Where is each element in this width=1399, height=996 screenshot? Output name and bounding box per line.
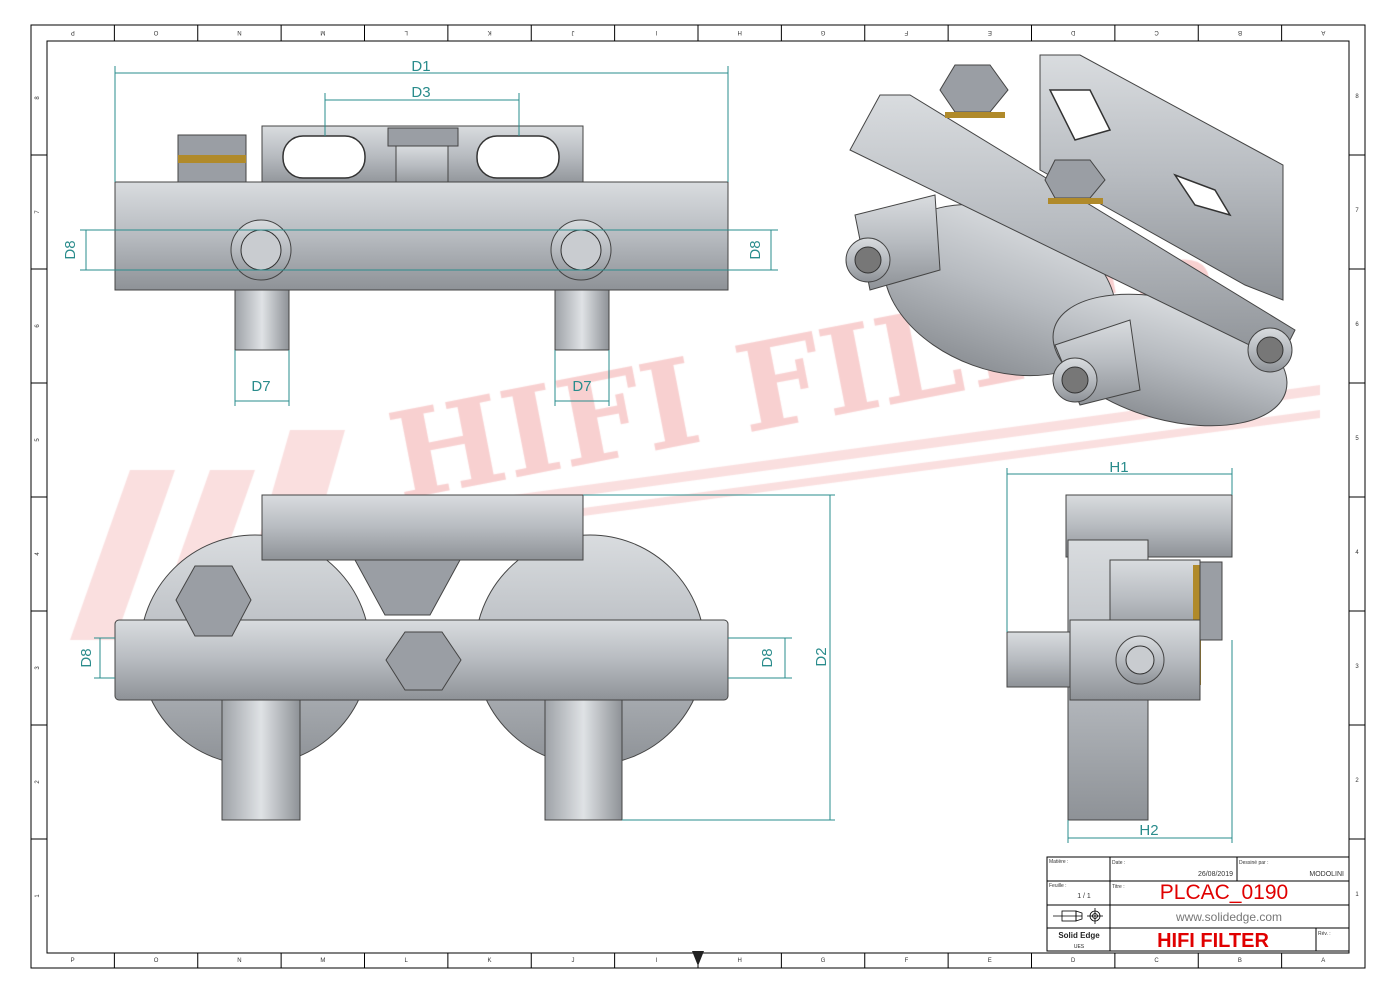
sheet-value: 1 / 1 — [1077, 893, 1091, 900]
zone-label-row: 2 — [1355, 778, 1359, 784]
zone-ticks — [31, 25, 1365, 968]
zone-label-row: 8 — [1355, 94, 1359, 100]
zone-label-column: I — [655, 958, 657, 964]
front-view — [114, 125, 729, 351]
drawing-title: PLCAC_0190 — [1160, 881, 1288, 904]
dim-d2: D2 — [813, 647, 830, 666]
zone-label-row: 4 — [1355, 550, 1359, 556]
company-name: HIFI FILTER — [1157, 930, 1269, 952]
zone-label-row: 3 — [35, 666, 41, 670]
dim-d7-right: D7 — [572, 378, 591, 395]
zone-label-row: 5 — [35, 438, 41, 442]
zone-label-column: J — [571, 958, 574, 964]
zone-label-column: C — [1154, 29, 1159, 35]
zone-label-column: M — [320, 958, 325, 964]
zone-label-column: P — [71, 958, 75, 964]
title-label: Titre : — [1112, 884, 1125, 890]
zone-label-column: B — [1238, 958, 1242, 964]
zone-label-column: F — [904, 29, 908, 35]
zone-label-column: N — [237, 958, 241, 964]
side-dimensions: H1 H2 — [1006, 459, 1233, 843]
zone-label-row: 6 — [1355, 322, 1359, 328]
dim-d8-top-left: D8 — [78, 648, 95, 667]
dim-d8-front-right: D8 — [747, 240, 764, 259]
zone-label-column: H — [738, 958, 742, 964]
zone-label-column: E — [988, 29, 992, 35]
zone-label-column: J — [571, 29, 574, 35]
center-mark-icon — [692, 951, 704, 966]
matiere-label: Matière : — [1049, 859, 1068, 865]
zone-labels: P P O O N N M M L L K K J J I I H H G G F F E E D D C C B B A A 8 8 7 7 6 6 5 5… — [35, 29, 1359, 964]
dim-d8-front-left: D8 — [62, 240, 79, 259]
zone-label-row: 5 — [1355, 436, 1359, 442]
dim-d3: D3 — [411, 84, 430, 101]
front-dimensions: D1 D3 D8 D8 D7 D7 — [62, 58, 778, 406]
zone-label-row: 3 — [1355, 664, 1359, 670]
zone-label-column: G — [820, 29, 825, 35]
sheet-label: Feuille : — [1049, 883, 1067, 889]
zone-label-row: 1 — [1355, 892, 1359, 898]
side-view — [1006, 494, 1233, 821]
zone-label-row: 2 — [35, 780, 41, 784]
website-text: www.solidedge.com — [1175, 910, 1282, 924]
dim-h1: H1 — [1109, 459, 1128, 476]
date-value: 26/08/2019 — [1198, 871, 1233, 878]
zone-label-column: B — [1238, 29, 1242, 35]
drawn-by-value: MODOLINI — [1309, 871, 1344, 878]
zone-label-column: O — [154, 958, 159, 964]
drawn-by-label: Dessiné par : — [1239, 860, 1268, 866]
dim-d7-left: D7 — [251, 378, 270, 395]
zone-label-column: C — [1154, 958, 1159, 964]
zone-label-column: F — [905, 958, 909, 964]
zone-label-column: M — [320, 29, 325, 35]
dim-d8-top-right: D8 — [759, 648, 776, 667]
zone-label-column: P — [71, 29, 75, 35]
zone-label-column: N — [237, 29, 241, 35]
zone-label-column: L — [404, 29, 408, 35]
zone-label-column: E — [988, 958, 992, 964]
zone-label-column: O — [153, 29, 158, 35]
zone-label-column: D — [1071, 958, 1076, 964]
software-sub: UES — [1074, 944, 1085, 950]
isometric-view — [845, 54, 1296, 427]
zone-label-row: 7 — [1355, 208, 1359, 214]
zone-label-column: K — [488, 958, 492, 964]
zone-label-column: I — [655, 29, 657, 35]
projection-symbol-icon — [1053, 908, 1103, 924]
zone-label-row: 6 — [35, 324, 41, 328]
zone-label-column: A — [1321, 958, 1325, 964]
zone-label-row: 8 — [35, 96, 41, 100]
dim-h2: H2 — [1139, 822, 1158, 839]
software-name: Solid Edge — [1058, 931, 1100, 940]
zone-label-column: H — [738, 29, 742, 35]
zone-label-column: A — [1321, 29, 1325, 35]
zone-label-row: 1 — [35, 894, 41, 898]
zone-label-row: 7 — [35, 210, 41, 214]
zone-label-row: 4 — [35, 552, 41, 556]
top-dimensions: D2 D8 D8 — [78, 494, 835, 821]
top-view — [114, 494, 729, 821]
zone-label-column: G — [821, 958, 826, 964]
zone-label-column: K — [488, 29, 492, 35]
zone-label-column: L — [405, 958, 409, 964]
dim-d1: D1 — [411, 58, 430, 75]
zone-label-column: D — [1070, 29, 1075, 35]
date-label: Date : — [1112, 860, 1125, 866]
title-block: Matière : Date : 26/08/2019 Dessiné par … — [1046, 856, 1350, 952]
revision-label: Rév. : — [1318, 931, 1331, 937]
